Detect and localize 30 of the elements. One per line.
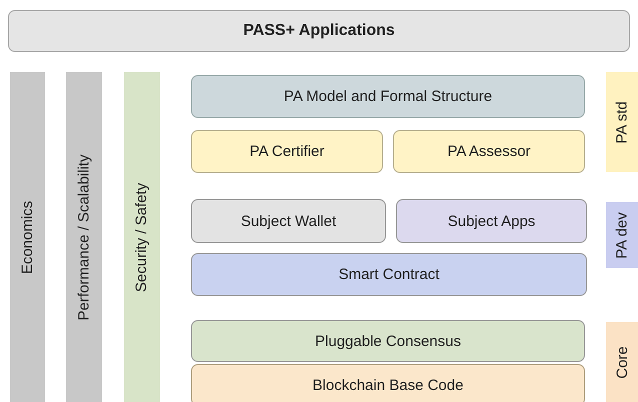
layer-box [191, 199, 386, 243]
side-band [606, 72, 638, 172]
header-bar [8, 10, 630, 52]
layer-label: Performance / Scalability [76, 154, 92, 320]
layer-box [191, 320, 585, 362]
layer-label: PA Certifier [250, 143, 324, 160]
layer-label: Subject Apps [448, 212, 536, 230]
layer-label: Security / Safety [134, 182, 150, 292]
layer-label: PA std [614, 100, 630, 144]
layer-label: PA dev [614, 212, 630, 258]
layer-box [191, 130, 383, 173]
layer-label: PASS+ Applications [243, 22, 395, 40]
vertical-band [124, 72, 160, 402]
layer-label: Economics [19, 200, 36, 274]
layer-box [396, 199, 587, 243]
layer-label: PA Assessor [447, 143, 531, 160]
layer-box [191, 75, 585, 118]
layer-label: Core [614, 346, 630, 378]
layer-box [191, 364, 585, 402]
layer-label: PA Model and Formal Structure [284, 88, 492, 105]
side-band [606, 322, 638, 402]
layer-box [191, 253, 587, 296]
layer-label: Smart Contract [338, 266, 440, 283]
vertical-band [10, 72, 45, 402]
vertical-band [66, 72, 102, 402]
layer-label: Pluggable Consensus [315, 332, 461, 350]
layer-label: Subject Wallet [240, 212, 336, 230]
layer-box [393, 130, 585, 173]
layer-label: Blockchain Base Code [312, 376, 464, 394]
side-band [606, 202, 638, 268]
